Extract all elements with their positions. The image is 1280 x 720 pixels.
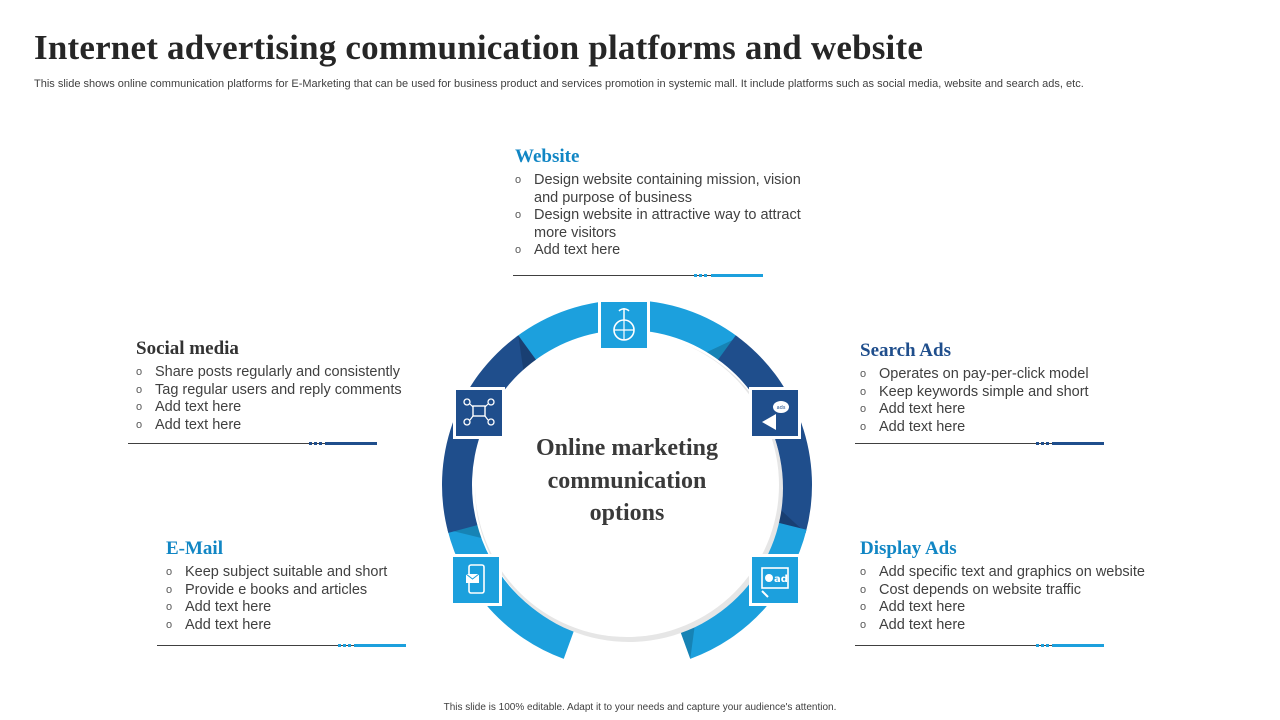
- center-disk: [475, 333, 779, 637]
- search-ads-divider: [855, 441, 1104, 445]
- segment-search-ads: [718, 335, 812, 533]
- search-ads-title: Search Ads: [860, 340, 951, 361]
- phone-mail-icon: [450, 554, 502, 606]
- display-ads-title: Display Ads: [860, 538, 957, 559]
- network-chat-icon: [453, 387, 505, 439]
- megaphone-ads-icon: ads: [749, 387, 801, 439]
- center-label: Online marketing communication options: [535, 435, 718, 526]
- segment-social-media: [442, 335, 536, 533]
- segment-website: [515, 300, 739, 362]
- ring-icons: ads ad: [450, 299, 801, 606]
- svg-text:ads: ads: [777, 405, 786, 411]
- segment-fold-shade: [776, 509, 808, 534]
- footer-note: This slide is 100% editable. Adapt it to…: [443, 702, 837, 713]
- segment-fold-shade: [680, 624, 695, 661]
- display-ad-icon: ad: [749, 554, 801, 606]
- social-media-title: Social media: [136, 338, 239, 359]
- svg-text:ad: ad: [774, 574, 788, 585]
- social-media-divider: [128, 441, 377, 445]
- website-title: Website: [515, 146, 580, 167]
- page-subtitle: This slide shows online communication pl…: [34, 78, 1084, 90]
- segment-fold-shade: [517, 333, 536, 370]
- email-divider: [157, 643, 406, 647]
- display-ads-divider: [855, 643, 1104, 647]
- email-title: E-Mail: [166, 538, 223, 559]
- website-divider: [513, 273, 763, 277]
- page-title: Internet advertising communication platf…: [34, 28, 924, 67]
- antenna-globe-icon: [598, 299, 650, 351]
